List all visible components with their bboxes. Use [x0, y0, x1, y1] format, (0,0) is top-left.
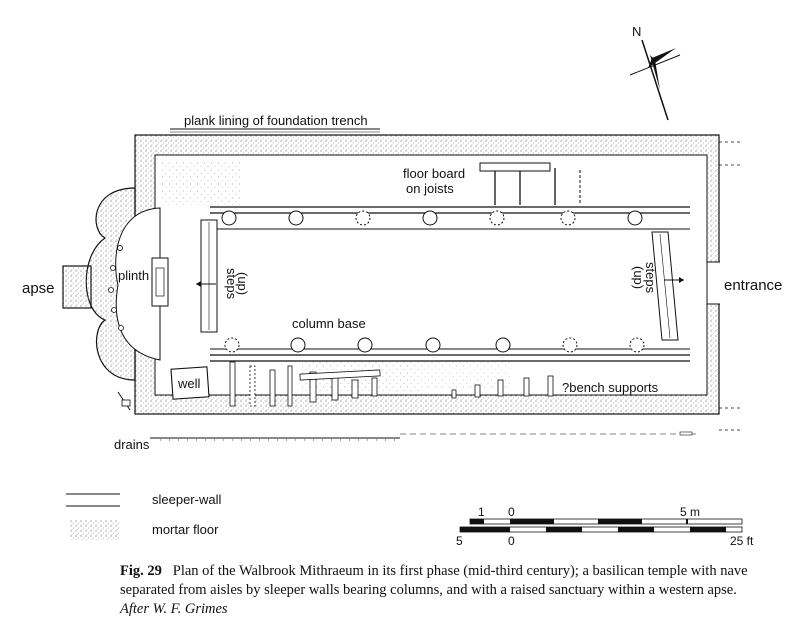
bench-supports-label: ?bench supports	[562, 380, 659, 395]
floor-boards	[479, 162, 581, 205]
steps-right	[651, 231, 684, 341]
drains-label: drains	[114, 437, 150, 452]
sleeper-walls	[210, 206, 690, 362]
steps-left-label-1: steps	[224, 268, 239, 300]
scale-bars	[459, 518, 743, 533]
apse-label: apse	[22, 280, 55, 297]
legend-sleeper-wall-label: sleeper-wall	[152, 492, 221, 507]
figure-number: Fig. 29	[120, 563, 162, 579]
scale-m-tick-0: 0	[508, 505, 515, 519]
steps-left-label-2: (up)	[235, 272, 250, 295]
drains	[117, 391, 693, 441]
apse-post-holes	[108, 245, 124, 331]
entrance-label: entrance	[724, 277, 782, 294]
figure-caption: Fig. 29 Plan of the Walbrook Mithraeum i…	[120, 562, 760, 619]
bench-supports	[229, 361, 554, 407]
steps-right-label-2: (up)	[631, 266, 646, 289]
floor-board-label-2: on joists	[406, 181, 454, 196]
scale-ft-tick-25: 25 ft	[730, 534, 754, 548]
well	[170, 366, 210, 400]
caption-text: Plan of the Walbrook Mithraeum in its fi…	[120, 563, 748, 598]
scale-ft-tick-5: 5	[456, 534, 463, 548]
scale-m-tick-1: 1	[478, 505, 485, 519]
north-arrow	[629, 39, 681, 121]
plinth	[151, 257, 169, 307]
north-label: N	[632, 24, 641, 39]
steps-right-label-1: steps	[643, 262, 658, 294]
legend-mortar-floor-label: mortar floor	[152, 522, 219, 537]
caption-attribution: After W. F. Grimes	[120, 601, 228, 617]
legend	[66, 493, 120, 540]
plinth-label: plinth	[118, 268, 149, 283]
column-base-label: column base	[292, 316, 366, 331]
floor-board-label-1: floor board	[403, 166, 465, 181]
scale-m-tick-5: 5 m	[680, 505, 700, 519]
well-label: well	[177, 376, 201, 391]
steps-left	[196, 219, 218, 333]
column-bases	[221, 210, 645, 353]
plank-lining	[150, 128, 700, 439]
plank-lining-label: plank lining of foundation trench	[184, 113, 368, 128]
scale-ft-tick-0: 0	[508, 534, 515, 548]
